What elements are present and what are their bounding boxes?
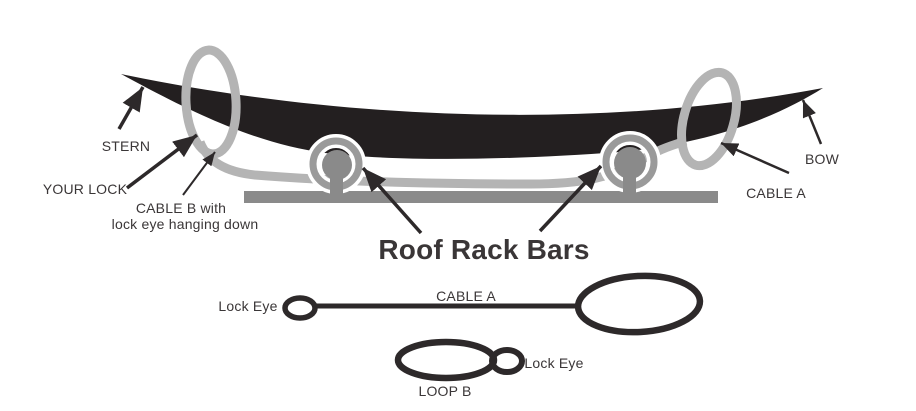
cable-b-label-line2: lock eye hanging down	[112, 216, 259, 232]
stern-label: STERN	[102, 138, 150, 154]
cable-a-lock-eye-label: Lock Eye	[218, 298, 277, 314]
cable-b-label-line1: CABLE B with	[136, 200, 226, 216]
right-mount-ball	[614, 147, 646, 179]
stern-arrow	[117, 86, 145, 130]
cable-a-arrow	[720, 141, 790, 175]
loop-b-lock-eye-ring	[489, 347, 525, 375]
bow-label: BOW	[805, 151, 840, 167]
roof-rack-left-arrow	[361, 166, 423, 235]
loop-b-lock-eye-label: Lock Eye	[524, 355, 583, 371]
bow-cable-loop	[677, 67, 741, 171]
left-mount-ball	[322, 150, 352, 180]
bow-arrow	[801, 99, 823, 145]
loop-b-ellipse	[394, 338, 498, 382]
cable-a-end-loop	[574, 272, 704, 336]
loop-b-name-label: LOOP B	[418, 383, 471, 399]
your-lock-label: YOUR LOCK	[43, 181, 128, 197]
cable-a-name-label: CABLE A	[436, 288, 496, 304]
cable-a-label: CABLE A	[746, 185, 806, 201]
roof-rack-right-arrow	[538, 164, 603, 233]
cable-a-lock-eye-ring	[282, 295, 318, 321]
roof-rack-bars-label: Roof Rack Bars	[378, 234, 589, 265]
roof-rack-bar	[244, 191, 718, 203]
cable-b-arrow	[182, 151, 216, 196]
your-lock-arrow	[125, 133, 199, 190]
